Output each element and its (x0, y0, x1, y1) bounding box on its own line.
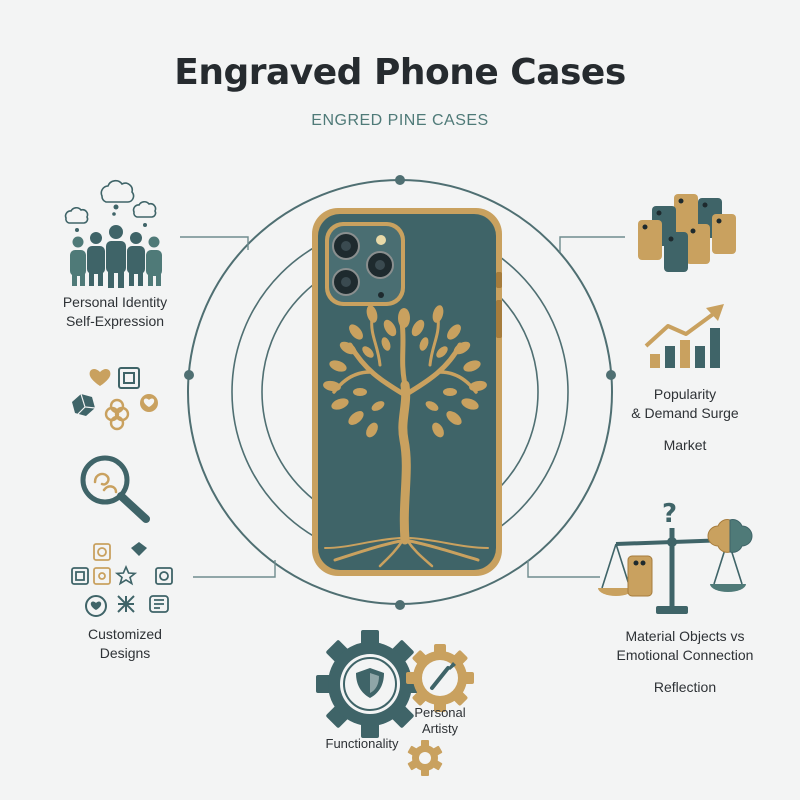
designs-label: Customized Designs (50, 625, 200, 663)
gear-brush-icon (406, 644, 474, 712)
reflection-label: Material Objects vs Emotional Connection (580, 627, 790, 665)
reflection-line2: Emotional Connection (616, 647, 754, 663)
popularity-line2: & Demand Surge (631, 405, 739, 421)
page-title: Engraved Phone Cases (174, 52, 626, 93)
gear-shield-icon (316, 630, 424, 738)
celtic-knot-icon (104, 398, 130, 431)
connector-identity (180, 236, 249, 250)
connector-reflection (527, 560, 600, 578)
rising-bar-chart-icon (644, 304, 724, 368)
ring-node-right (606, 370, 616, 380)
heart-motif-icon (89, 369, 111, 386)
small-gear-icon (407, 740, 443, 776)
heart-badge-icon (140, 394, 158, 412)
popularity-line1: Popularity (653, 386, 717, 402)
connector-popularity (559, 236, 625, 252)
popularity-label: Popularity & Demand Surge (610, 385, 760, 423)
phone-side-button (496, 300, 502, 338)
tree-leaves (323, 305, 487, 438)
ring-node-left (184, 370, 194, 380)
magnifier-icon (80, 455, 150, 523)
connector-lines (180, 236, 625, 578)
page-subtitle: ENGRED PINE CASES (311, 112, 489, 129)
functionality-label: Functionality (325, 736, 399, 751)
design-motifs-icon (71, 542, 173, 617)
artistry-line2: Artisty (421, 721, 459, 736)
ring-nodes (184, 175, 616, 610)
camera-flash (376, 235, 386, 245)
phone-stack-icon (638, 194, 736, 272)
designs-line2: Designs (99, 645, 151, 661)
identity-label: Personal Identity Self-Expression (40, 293, 190, 331)
reflection-tag: Reflection (653, 679, 717, 695)
crowd-thought-bubbles-icon (64, 179, 162, 288)
gem-icon (72, 393, 96, 416)
identity-line1: Personal Identity (62, 294, 168, 310)
ring-node-bottom (395, 600, 405, 610)
connector-designs (193, 560, 276, 578)
phone-side-button (496, 272, 502, 288)
artistry-line1: Personal (414, 705, 466, 720)
artistry-label: Personal Artisty (395, 705, 485, 737)
identity-line2: Self-Expression (65, 313, 165, 329)
market-tag: Market (663, 437, 707, 453)
designs-line1: Customized (88, 626, 162, 642)
svg-text:?: ? (662, 499, 677, 529)
reflection-line1: Material Objects vs (625, 628, 745, 644)
ring-node-top (395, 175, 405, 185)
balance-scale-icon: ? (598, 499, 753, 614)
engraved-tree-phone-icon (312, 208, 502, 576)
square-knot-icon (118, 367, 140, 389)
